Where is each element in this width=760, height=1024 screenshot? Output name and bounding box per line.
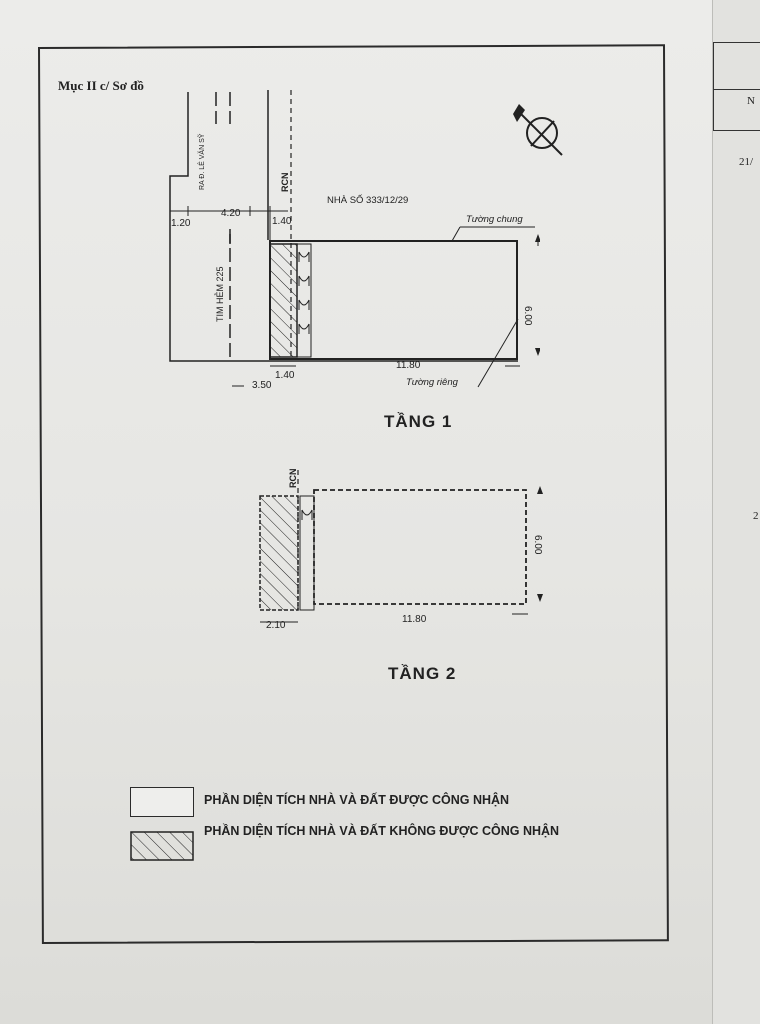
adjacent-text: 21/ [739,156,754,168]
common-wall-label: Tường chung [466,214,523,225]
legend-recognized: PHẦN DIỆN TÍCH NHÀ VÀ ĐẤT ĐƯỢC CÔNG NHẬN [204,793,510,807]
legend-swatch-recognized [130,787,194,817]
dim-6-00-floor2: 6.00 [532,535,543,555]
adjacent-text: N [747,95,755,107]
rcn-label-floor2: RCN [288,468,298,489]
dim-1-20: 1.20 [171,218,191,229]
private-wall-label: Tường riêng [406,377,458,388]
dim-2-10: 2.10 [266,620,286,631]
legend-not-recognized: PHẦN DIỆN TÍCH NHÀ VÀ ĐẤT KHÔNG ĐƯỢC CÔN… [204,824,560,838]
floor2-plan [259,470,543,623]
adjacent-text: 2 [753,510,759,522]
street-label: RA Đ. LÊ VĂN SỸ [199,133,206,190]
house-number: NHÀ SỐ 333/12/29 [327,195,409,206]
dim-1-40-bottom: 1.40 [275,370,295,381]
section-title: Mục II c/ Sơ đồ [58,78,144,93]
dim-4-20: 4.20 [221,208,241,219]
legend-swatch-not-recognized [130,831,194,861]
adjacent-page: N 21/ 2 [712,0,760,1024]
floor1-plan [169,90,540,388]
north-arrow-icon [513,104,563,156]
document-page [0,0,718,1024]
rcn-label: RCN [280,172,290,193]
floor1-title: TẦNG 1 [384,412,453,431]
dim-11-80-floor1: 11.80 [396,360,421,371]
alley-label: TIM HẺM 225 [215,266,225,322]
dim-11-80-floor2: 11.80 [402,614,427,625]
adjacent-table-row [713,88,760,131]
dim-1-40-top: 1.40 [272,216,292,227]
adjacent-table-row [713,42,760,90]
dim-3-50: 3.50 [252,380,272,391]
dim-6-00-floor1: 6.00 [522,306,533,326]
floor2-title: TẦNG 2 [388,664,457,683]
